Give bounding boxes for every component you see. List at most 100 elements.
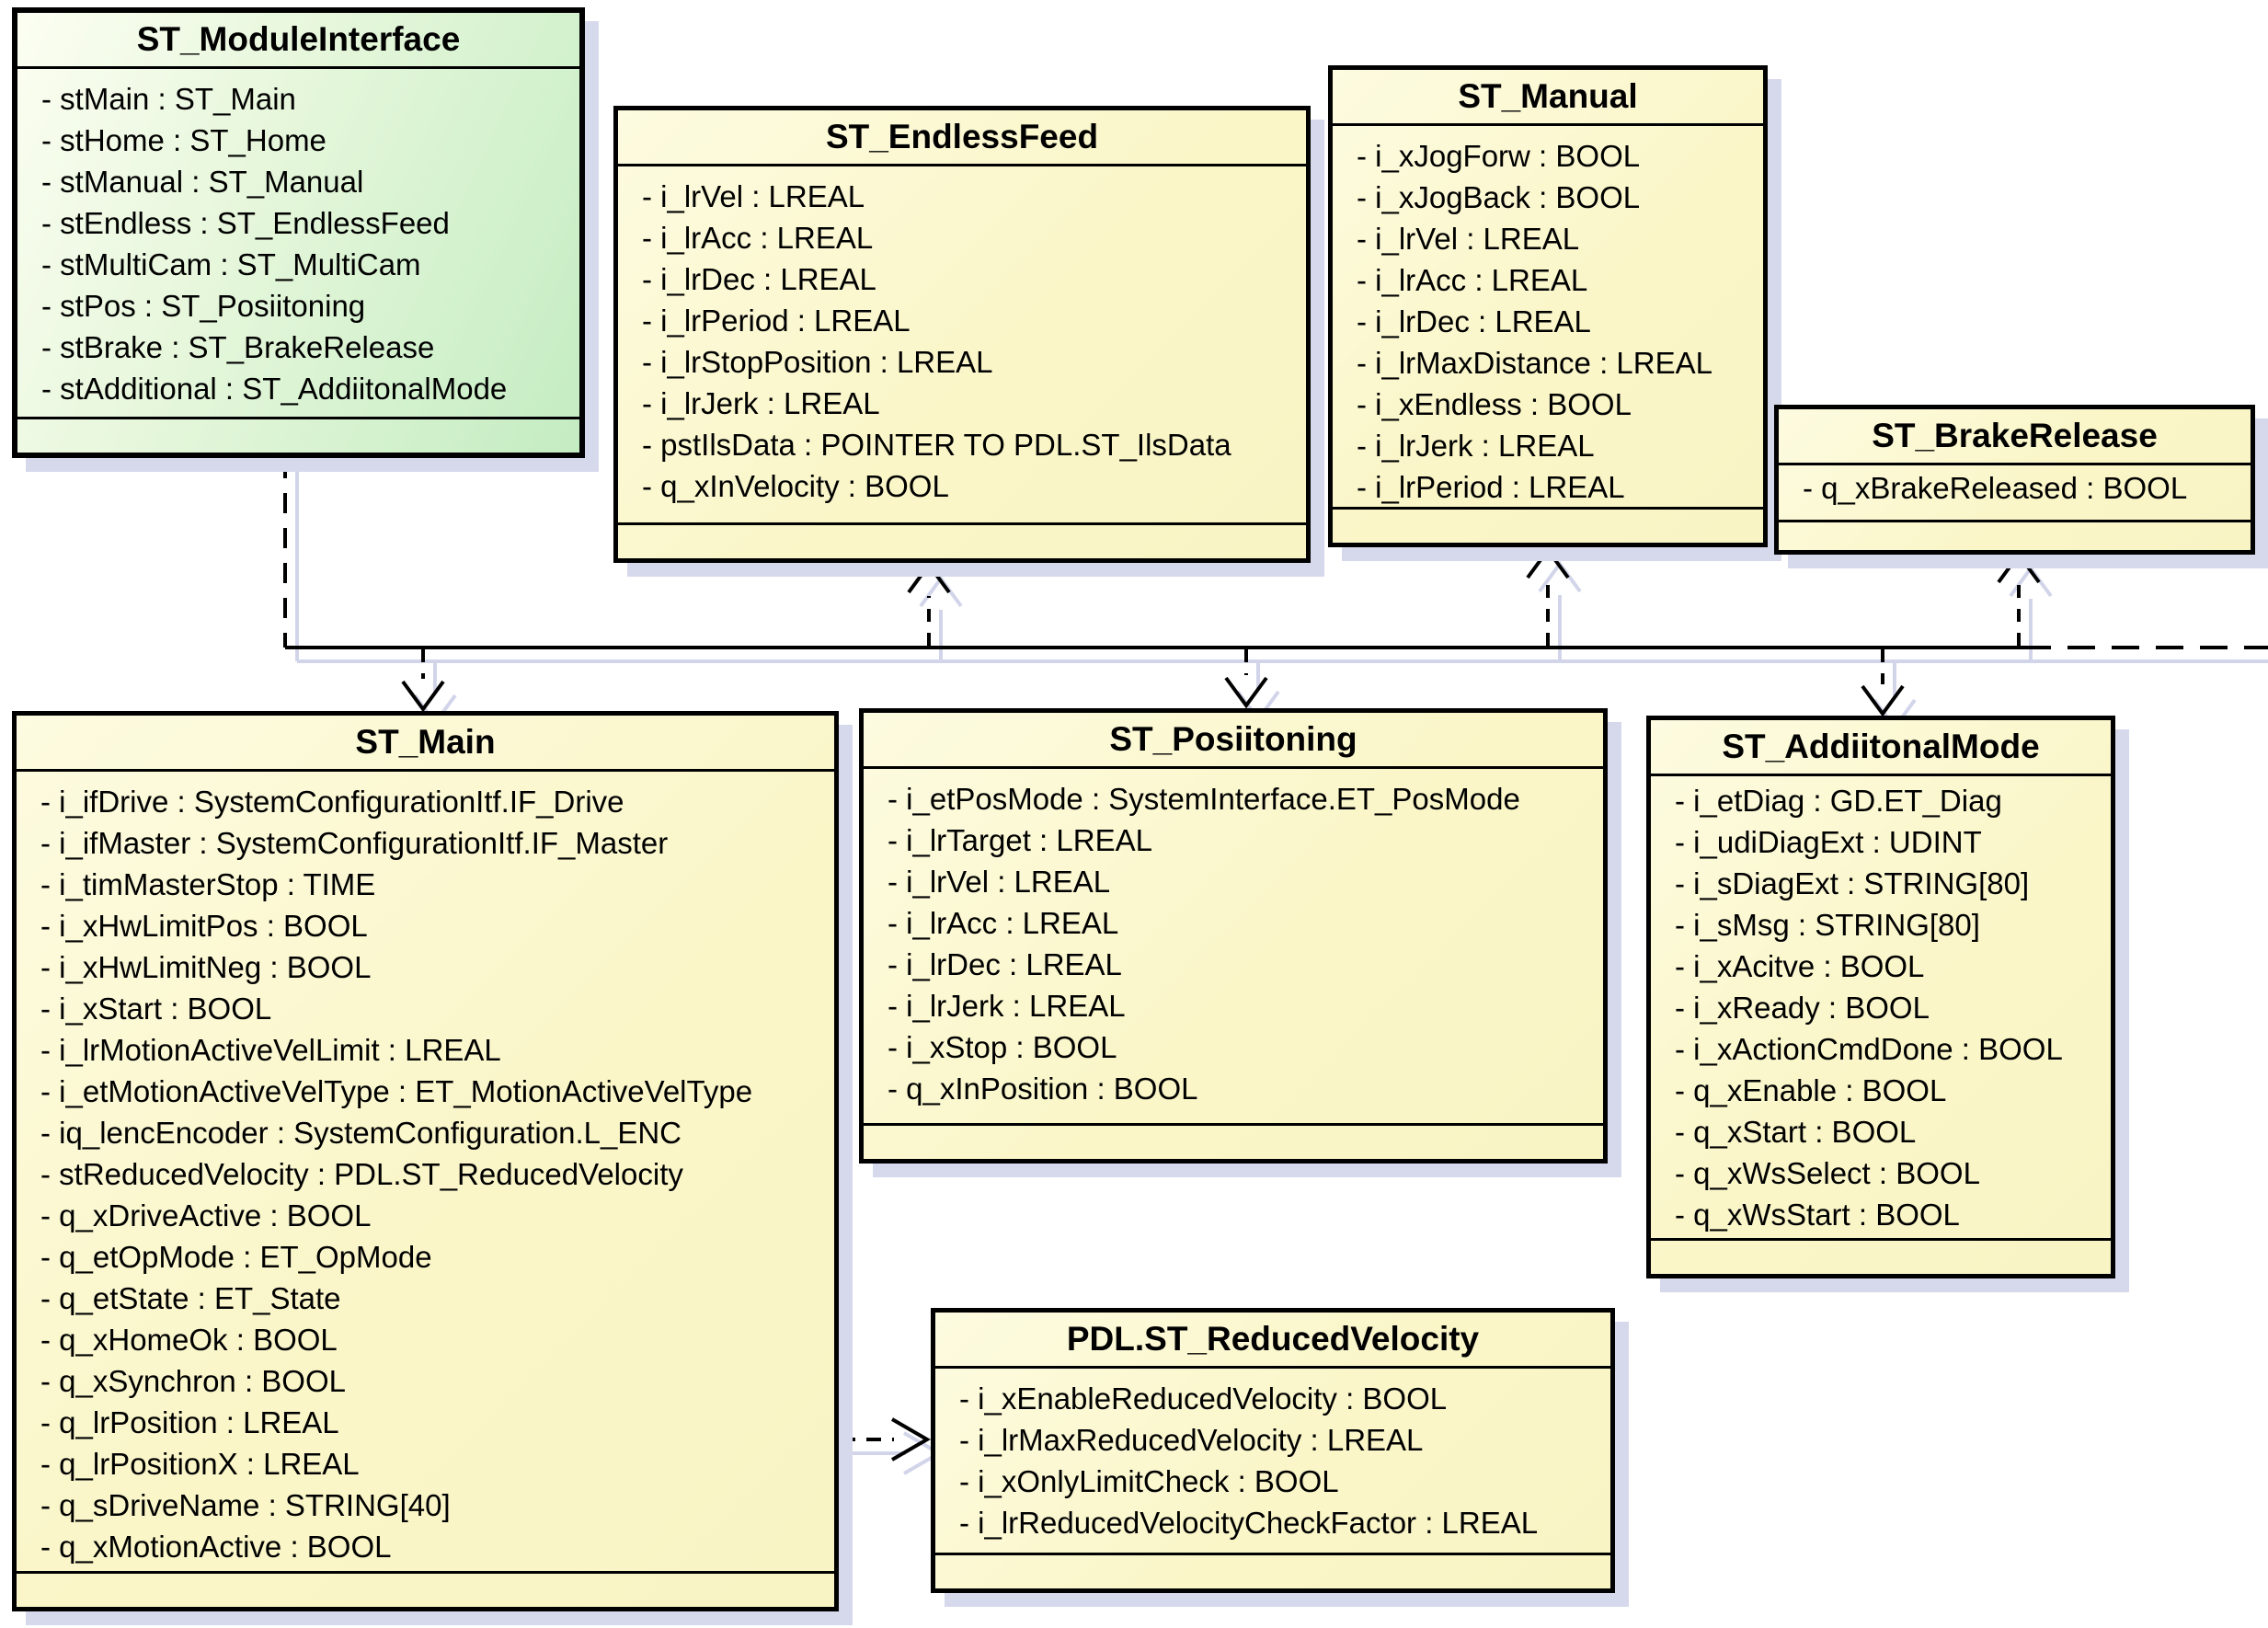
attribute-row: - i_ifDrive : SystemConfigurationItf.IF_…: [40, 785, 624, 819]
attribute-row: - q_xBrakeReleased : BOOL: [1803, 471, 2188, 505]
class-attribute-list: - stMain : ST_Main - stHome : ST_Home - st…: [17, 69, 579, 417]
attribute-row: - i_etPosMode : SystemInterface.ET_PosMo…: [888, 782, 1520, 816]
arrow-st-main-to-reduced-velocity: [841, 1417, 931, 1462]
attribute-row: - i_xActionCmdDone : BOOL: [1675, 1032, 2063, 1066]
attribute-row: - i_lrVel : LREAL: [888, 865, 1111, 899]
arrow-to-st-main: [401, 649, 445, 713]
attribute-row: - i_xJogForw : BOOL: [1357, 139, 1641, 173]
class-title: PDL.ST_ReducedVelocity: [935, 1313, 1610, 1369]
attribute-row: - i_lrDec : LREAL: [888, 947, 1122, 981]
attribute-row: - i_xHwLimitNeg : BOOL: [40, 950, 372, 984]
attribute-row: - i_lrDec : LREAL: [642, 262, 876, 296]
arrow-to-st-posiitoning: [1224, 649, 1268, 709]
attribute-row: - i_xAcitve : BOOL: [1675, 949, 1925, 983]
attribute-row: - i_lrPeriod : LREAL: [1357, 470, 1625, 504]
attribute-row: - i_lrPeriod : LREAL: [642, 304, 911, 338]
attribute-row: - i_lrStopPosition : LREAL: [642, 345, 993, 379]
open-arrowhead-right-icon: [890, 1417, 931, 1462]
attribute-row: - stHome : ST_Home: [41, 123, 326, 157]
open-arrowhead-up-icon: [907, 561, 951, 594]
class-attribute-list: - i_lrVel : LREAL - i_lrAcc : LREAL - i_lr…: [618, 166, 1306, 522]
arrow-to-st-manual: [1526, 546, 1570, 646]
arrow-to-st-addiitonal-mode: [1861, 649, 1905, 717]
attribute-row: - i_xStop : BOOL: [888, 1030, 1117, 1064]
attribute-row: - stBrake : ST_BrakeRelease: [41, 330, 435, 364]
attribute-row: - q_etOpMode : ET_OpMode: [40, 1240, 432, 1274]
attribute-row: - i_lrReducedVelocityCheckFactor : LREAL: [959, 1506, 1539, 1540]
class-title: ST_AddiitonalMode: [1651, 720, 2111, 776]
class-title: ST_BrakeRelease: [1779, 409, 2251, 465]
attribute-row: - i_lrDec : LREAL: [1357, 304, 1591, 338]
class-box-st-main: ST_Main - i_ifDrive : SystemConfiguratio…: [12, 711, 839, 1611]
class-box-st-module-interface: ST_ModuleInterface - stMain : ST_Main- s…: [12, 7, 585, 458]
open-arrowhead-up-icon: [1997, 551, 2041, 584]
attribute-row: - q_xMotionActive : BOOL: [40, 1530, 392, 1564]
attribute-row: - i_xOnlyLimitCheck : BOOL: [959, 1464, 1339, 1498]
attribute-row: - q_xDriveActive : BOOL: [40, 1198, 372, 1232]
attribute-row: - i_lrAcc : LREAL: [642, 221, 874, 255]
attribute-row: - stPos : ST_Posiitoning: [41, 289, 366, 323]
class-box-st-addiitonal-mode: ST_AddiitonalMode - i_etDiag : GD.ET_Dia…: [1646, 716, 2115, 1278]
class-title: ST_Posiitoning: [864, 713, 1603, 769]
class-title: ST_Manual: [1333, 70, 1763, 126]
class-title: ST_ModuleInterface: [17, 13, 579, 69]
attribute-row: - i_xJogBack : BOOL: [1357, 180, 1641, 214]
attribute-row: - i_etDiag : GD.ET_Diag: [1675, 784, 2002, 818]
attribute-row: - i_lrAcc : LREAL: [888, 906, 1119, 940]
arrow-to-st-brake-release: [1997, 551, 2041, 646]
attribute-row: - stReducedVelocity : PDL.ST_ReducedVelo…: [40, 1157, 683, 1191]
open-arrowhead-down-icon: [401, 680, 445, 713]
attribute-row: - stMain : ST_Main: [41, 82, 296, 116]
attribute-row: - q_xStart : BOOL: [1675, 1115, 1917, 1149]
class-footer-compartment: [1779, 520, 2251, 550]
attribute-row: - q_xInVelocity : BOOL: [642, 469, 949, 503]
open-arrowhead-down-icon: [1224, 676, 1268, 709]
attribute-row: - q_lrPosition : LREAL: [40, 1405, 339, 1439]
attribute-row: - i_lrAcc : LREAL: [1357, 263, 1588, 297]
class-box-st-endless-feed: ST_EndlessFeed - i_lrVel : LREAL - i_lrAc…: [613, 106, 1311, 563]
class-attribute-list: - i_xJogForw : BOOL - i_xJogBack : BOOL - …: [1333, 126, 1763, 507]
class-attribute-list: - i_xEnableReducedVelocity : BOOL- i_lrM…: [935, 1369, 1610, 1553]
attribute-row: - i_lrJerk : LREAL: [888, 989, 1126, 1023]
attribute-row: - q_etState : ET_State: [40, 1281, 341, 1315]
attribute-row: - i_lrTarget : LREAL: [888, 823, 1152, 857]
attribute-row: - i_lrMaxReducedVelocity : LREAL: [959, 1423, 1424, 1457]
class-footer-compartment: [17, 1571, 834, 1607]
class-box-st-manual: ST_Manual - i_xJogForw : BOOL - i_xJogBac…: [1328, 65, 1768, 547]
class-box-st-brake-release: ST_BrakeRelease - q_xBrakeReleased : BOO…: [1774, 405, 2255, 555]
attribute-row: - stAdditional : ST_AddiitonalMode: [41, 372, 508, 406]
attribute-row: - i_xReady : BOOL: [1675, 991, 1930, 1025]
attribute-row: - i_lrJerk : LREAL: [1357, 429, 1595, 463]
attribute-row: - i_lrVel : LREAL: [642, 179, 865, 213]
attribute-row: - q_xHomeOk : BOOL: [40, 1323, 338, 1357]
attribute-row: - q_sDriveName : STRING[40]: [40, 1488, 451, 1522]
arrow-to-st-endless-feed: [907, 561, 951, 646]
attribute-row: - stMultiCam : ST_MultiCam: [41, 247, 421, 281]
class-title: ST_EndlessFeed: [618, 110, 1306, 166]
open-arrowhead-down-icon: [1861, 684, 1905, 717]
attribute-row: - stManual : ST_Manual: [41, 165, 364, 199]
attribute-row: - q_lrPositionX : LREAL: [40, 1447, 360, 1481]
attribute-row: - i_xEndless : BOOL: [1357, 387, 1632, 421]
attribute-row: - q_xInPosition : BOOL: [888, 1072, 1198, 1106]
attribute-row: - i_sDiagExt : STRING[80]: [1675, 866, 2030, 900]
class-footer-compartment: [1333, 507, 1763, 543]
class-attribute-list: - i_etPosMode : SystemInterface.ET_PosMo…: [864, 769, 1603, 1123]
attribute-row: - q_xWsSelect : BOOL: [1675, 1156, 1980, 1190]
attribute-row: - q_xSynchron : BOOL: [40, 1364, 346, 1398]
attribute-row: - i_lrJerk : LREAL: [642, 386, 880, 420]
class-attribute-list: - q_xBrakeReleased : BOOL: [1779, 465, 2251, 520]
attribute-row: - i_sMsg : STRING[80]: [1675, 908, 1980, 942]
attribute-row: - q_xWsStart : BOOL: [1675, 1198, 1960, 1232]
attribute-row: - i_lrMotionActiveVelLimit : LREAL: [40, 1033, 501, 1067]
class-box-pdl-st-reduced-velocity: PDL.ST_ReducedVelocity - i_xEnableReduce…: [931, 1308, 1615, 1593]
attribute-row: - i_xStart : BOOL: [40, 992, 272, 1026]
class-footer-compartment: [1651, 1238, 2111, 1274]
class-title: ST_Main: [17, 716, 834, 772]
attribute-row: - q_xEnable : BOOL: [1675, 1073, 1947, 1107]
class-attribute-list: - i_ifDrive : SystemConfigurationItf.IF_…: [17, 772, 834, 1571]
attribute-row: - i_lrVel : LREAL: [1357, 222, 1580, 256]
attribute-row: - pstIlsData : POINTER TO PDL.ST_IlsData: [642, 428, 1231, 462]
class-footer-compartment: [864, 1123, 1603, 1159]
